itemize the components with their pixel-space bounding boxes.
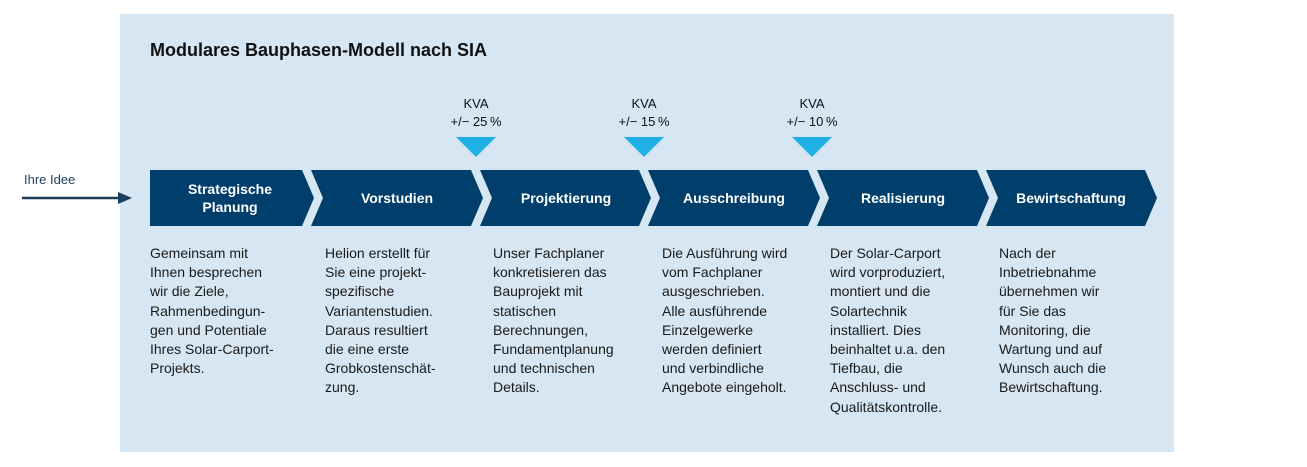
kva-label: KVA	[463, 96, 489, 111]
phase-chevron-3	[480, 170, 651, 226]
phase-description-3: Unser Fachplaner konkretisieren das Baup…	[493, 245, 614, 396]
phase-description-4: Die Ausführung wird vom Fachplaner ausge…	[662, 245, 788, 396]
kva-marker-3: KVA +/− 10 %	[772, 95, 852, 157]
idea-label: Ihre Idee	[24, 172, 76, 187]
phase-name-2: Vorstudien	[360, 190, 434, 206]
idea-arrow-icon	[22, 192, 132, 204]
kva-range: +/− 15 %	[618, 114, 670, 129]
kva-triangle-icon	[456, 137, 496, 157]
phase-name-1: Strategische Planung	[187, 181, 273, 215]
diagram-title: Modulares Bauphasen-Modell nach SIA	[150, 40, 488, 60]
phase-chevron-1	[150, 170, 314, 226]
phase-description-5: Der Solar-Carport wird vorproduziert, mo…	[830, 245, 946, 415]
phase-chevron-2	[311, 170, 483, 226]
phase-name-6: Bewirtschaftung	[1016, 190, 1126, 206]
phase-description-1: Gemeinsam mit Ihnen besprechen wir die Z…	[150, 245, 274, 377]
diagram-panel	[120, 14, 1174, 452]
kva-label: KVA	[631, 96, 657, 111]
phase-description-2: Helion erstellt für Sie eine projekt- sp…	[325, 245, 436, 396]
kva-marker-2: KVA +/− 15 %	[604, 95, 684, 157]
phase-chevron-5	[817, 170, 989, 226]
phase-name-5: Realisierung	[860, 190, 946, 206]
kva-range: +/− 10 %	[786, 114, 838, 129]
phase-chevron-6	[986, 170, 1157, 226]
kva-marker-1: KVA +/− 25 %	[436, 95, 516, 157]
kva-range: +/− 25 %	[450, 114, 502, 129]
phase-chevron-4	[648, 170, 820, 226]
phase-name-3: Projektierung	[520, 190, 612, 206]
phase-description-6: Nach der Inbetriebnahme übernehmen wir f…	[999, 245, 1107, 396]
kva-triangle-icon	[792, 137, 832, 157]
kva-label: KVA	[799, 96, 825, 111]
kva-triangle-icon	[624, 137, 664, 157]
phase-name-4: Ausschreibung	[683, 190, 785, 206]
